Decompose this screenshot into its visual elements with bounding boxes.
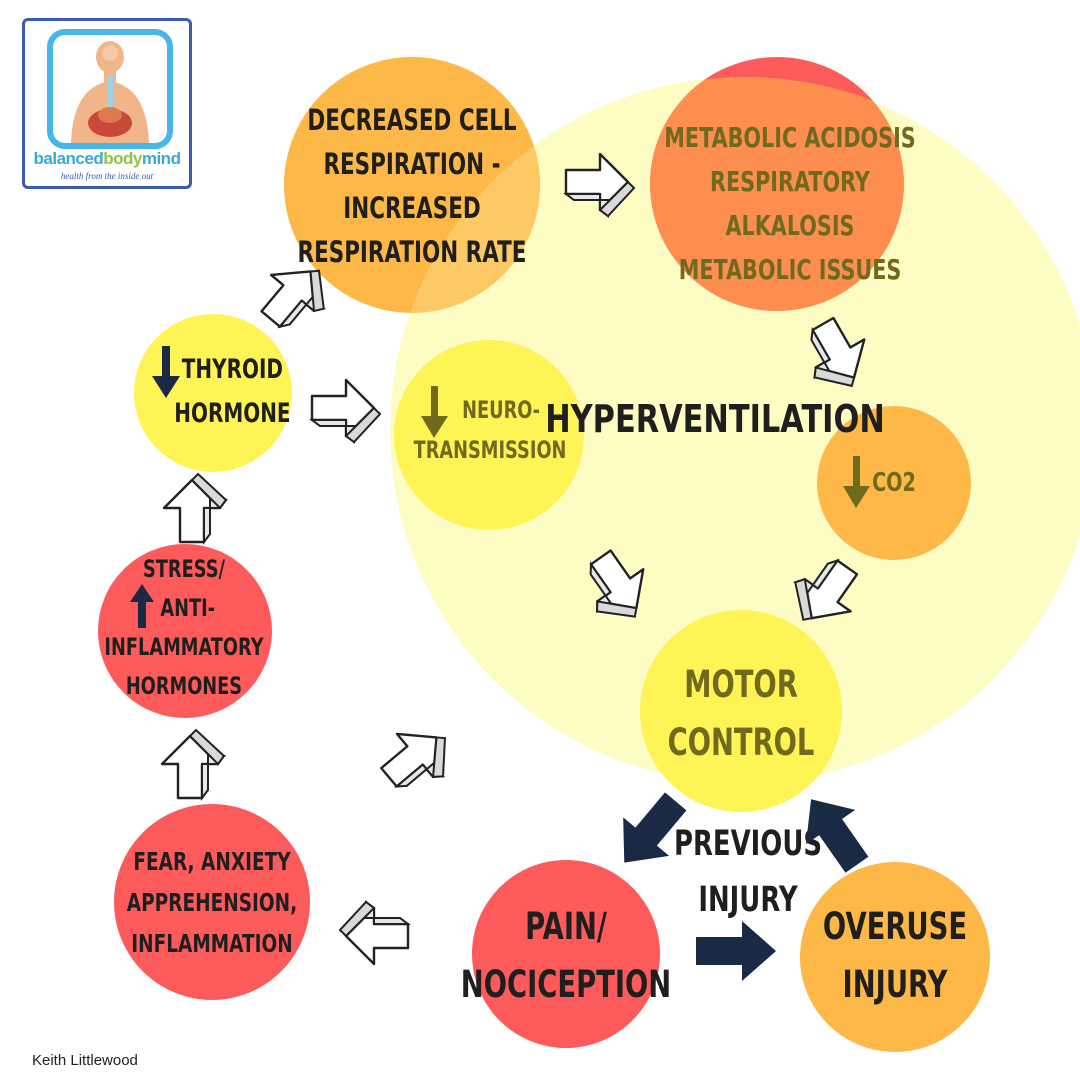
down-arrow-icon	[152, 346, 180, 398]
pain-text: PAIN/ NOCICEPTION	[460, 905, 672, 1006]
brand-tagline: health from the inside out	[60, 171, 154, 181]
right-arrow-icon	[310, 378, 382, 444]
up-arrow-icon	[160, 728, 226, 800]
author-credit: Keith Littlewood	[32, 1052, 138, 1069]
fear-circle	[114, 804, 310, 1000]
overuse-circle	[800, 862, 990, 1052]
overuse-text: OVERUSE INJURY	[822, 905, 968, 1006]
thyroid-text: THYROID HORMONE	[174, 354, 291, 429]
neuro-text: NEURO- TRANSMISSION	[413, 396, 567, 464]
brand-logo: balancedbodymind health from the inside …	[22, 18, 192, 189]
stress-text: STRESS/ ANTI- INFLAMMATORY HORMONES	[104, 555, 264, 700]
pain-circle	[472, 860, 660, 1048]
metabolic-text: METABOLIC ACIDOSIS RESPIRATORY ALKALOSIS…	[664, 121, 916, 286]
left-arrow-icon	[338, 900, 410, 966]
metabolic-circle-overlay	[650, 77, 904, 311]
up-arrow-icon	[162, 472, 228, 544]
up-arrow-icon	[130, 584, 154, 628]
down-arrow-icon	[421, 386, 448, 438]
neuro-circle	[394, 340, 584, 530]
motor-text: MOTOR CONTROL	[667, 663, 815, 764]
body-illustration-icon	[47, 29, 173, 149]
stress-circle	[98, 544, 272, 718]
down-arrow-icon	[843, 456, 870, 508]
brand-wordmark: balancedbodymind	[33, 149, 181, 168]
co2-circle	[817, 406, 971, 560]
decreased-cell-text: DECREASED CELL RESPIRATION - INCREASED R…	[297, 103, 527, 269]
previous-injury-text: PREVIOUS INJURY	[674, 824, 823, 920]
up-right-arrow-icon	[369, 710, 465, 805]
co2-text: CO2	[872, 468, 916, 498]
motor-circle	[640, 610, 842, 812]
navy-right-arrow-icon	[696, 921, 776, 981]
fear-text: FEAR, ANXIETY APPREHENSION, INFLAMMATION	[126, 846, 298, 958]
hyperventilation-label: HYPERVENTILATION	[545, 397, 885, 441]
